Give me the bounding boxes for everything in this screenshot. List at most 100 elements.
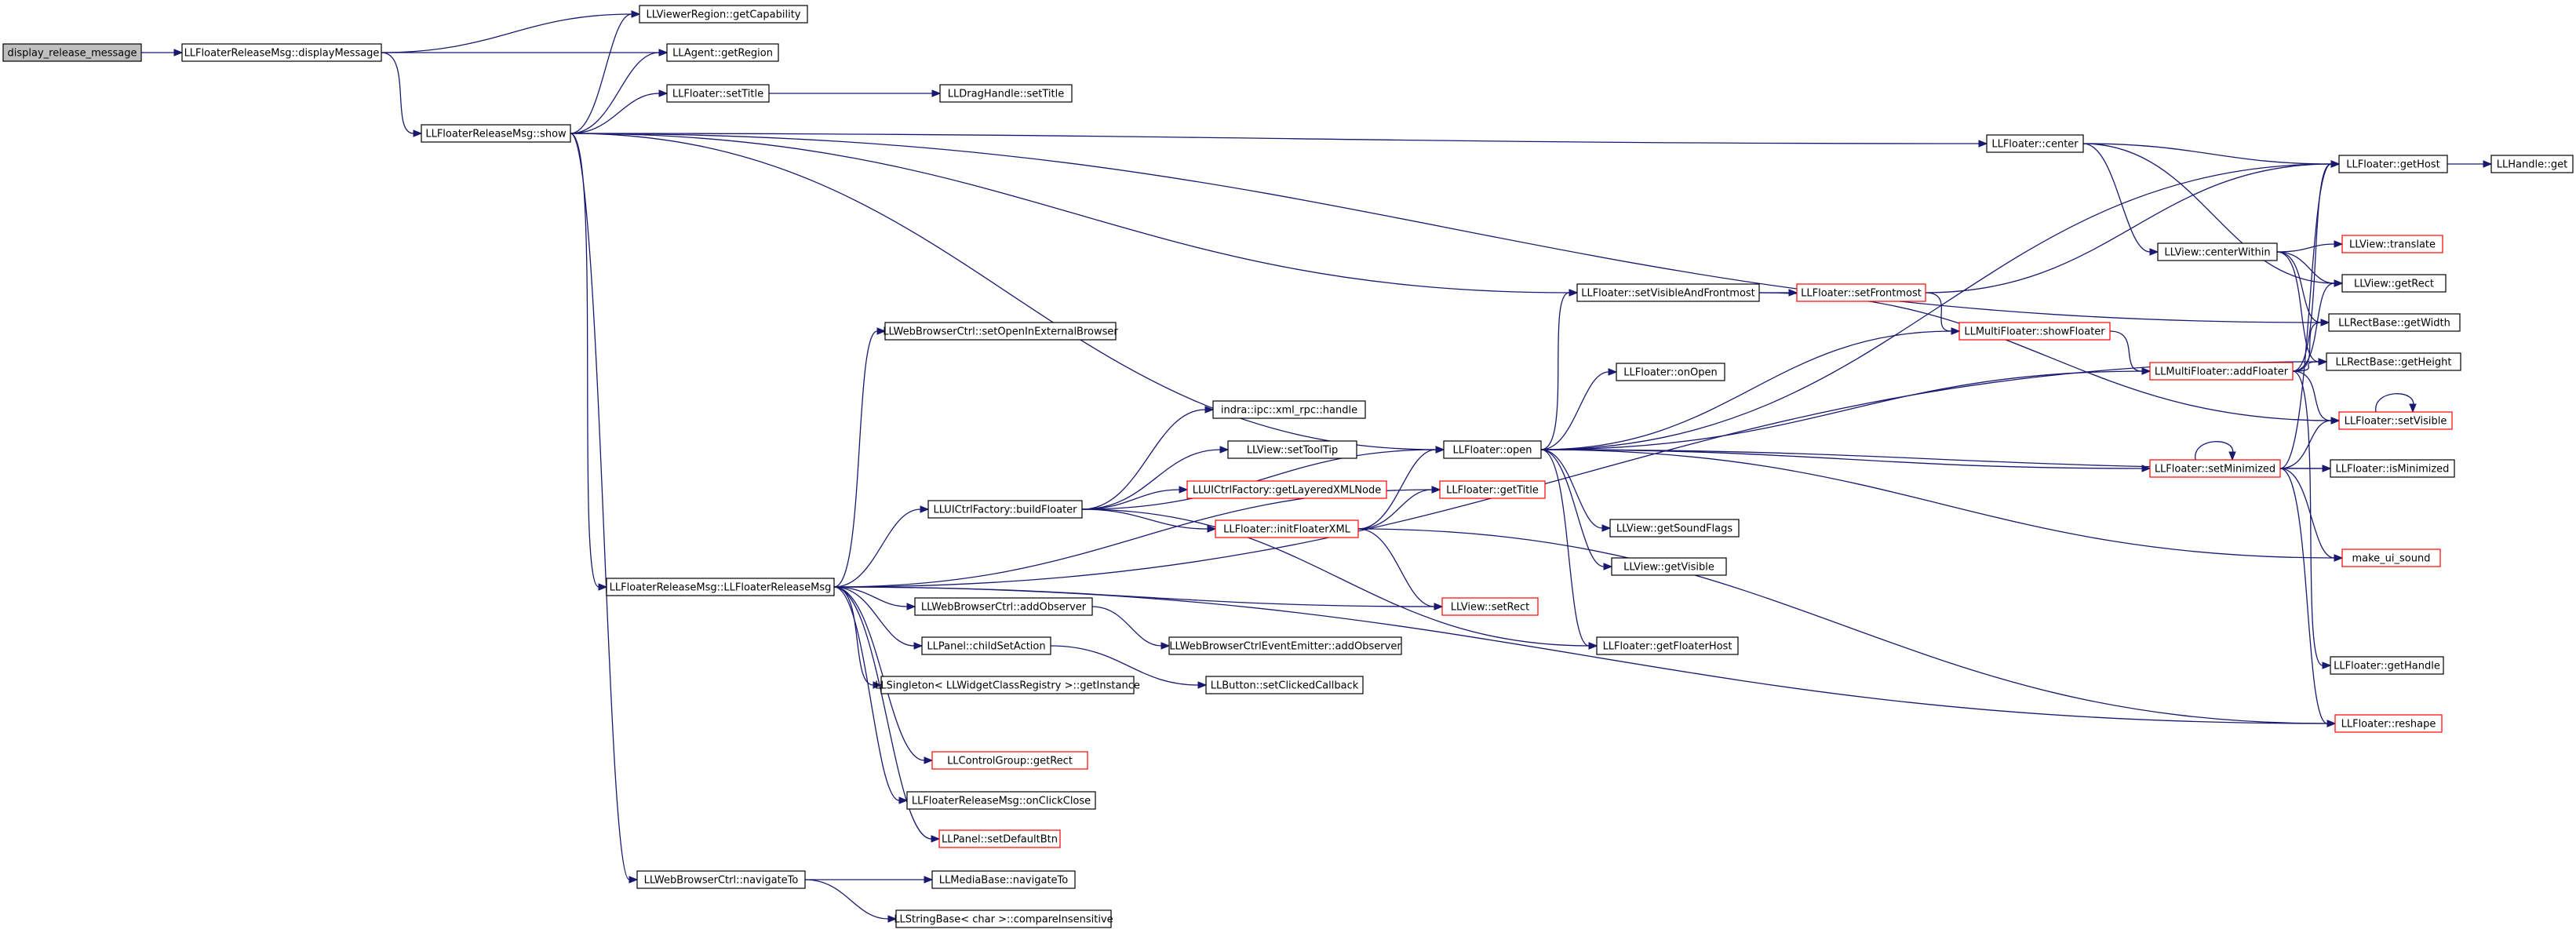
node-lldraghandle-settitle[interactable]: LLDragHandle::setTitle [939, 84, 1073, 103]
node-box [914, 597, 1093, 616]
node-indra-ipc-xml-rpc-handle[interactable]: indra::ipc::xml_rpc::handle [1212, 400, 1366, 419]
node-llmultifloater-addfloater[interactable]: LLMultiFloater::addFloater [2149, 362, 2294, 381]
node-llfloater-isminimized[interactable]: LLFloater::isMinimized [2330, 459, 2455, 478]
node-box [1596, 636, 1739, 655]
node-box [1616, 363, 1725, 381]
node-llfloater-setminimized[interactable]: LLFloater::setMinimized [2149, 459, 2281, 478]
node-llfloater-setfrontmost[interactable]: LLFloater::setFrontmost [1796, 283, 1926, 302]
node-llfloater-settitle[interactable]: LLFloater::setTitle [666, 84, 770, 103]
node-llview-centerwithin[interactable]: LLView::centerWithin [2157, 242, 2278, 261]
node-box [1215, 519, 1359, 538]
edge-n15-n19 [1758, 292, 2341, 425]
node-box [2326, 352, 2461, 371]
edge-n41-n43 [1050, 645, 1208, 689]
node-box [931, 751, 1088, 770]
node-llfloaterreleasemsg-onclickclose[interactable]: LLFloaterReleaseMsg::onClickClose [906, 791, 1096, 810]
node-box [2149, 362, 2294, 381]
node-label: LLFloater::center [1991, 139, 2079, 151]
node-llview-setrect[interactable]: LLView::setRect [1441, 597, 1539, 616]
node-label: LLMultiFloater::showFloater [1964, 326, 2105, 338]
edge-n18-n8 [2292, 160, 2341, 372]
node-label: LLStringBase< char >::compareInsensitive [894, 914, 1113, 926]
node-label: LLFloater::setVisible [2345, 416, 2447, 428]
edge-n36-n41 [833, 586, 924, 650]
node-llcontrolgroup-getrect[interactable]: LLControlGroup::getRect [931, 751, 1088, 770]
node-llmediabase-navigateto[interactable]: LLMediaBase::navigateTo [931, 870, 1076, 889]
node-llwebbrowserctrl-setopeninexternalbrowser[interactable]: LLWebBrowserCtrl::setOpenInExternalBrows… [883, 322, 1118, 341]
node-llrectbase-getheight[interactable]: LLRectBase::getHeight [2326, 352, 2461, 371]
node-llbutton-setclickedcallback[interactable]: LLButton::setClickedCallback [1205, 676, 1364, 694]
node-llfloater-gethandle[interactable]: LLFloater::getHandle [2330, 656, 2444, 675]
node-llrectbase-getwidth[interactable]: LLRectBase::getWidth [2328, 313, 2461, 332]
node-llfloaterreleasemsg-llfloaterreleasemsg[interactable]: LLFloaterReleaseMsg::LLFloaterReleaseMsg [606, 578, 835, 596]
node-llwebbrowserctrl-navigateto[interactable]: LLWebBrowserCtrl::navigateTo [636, 870, 806, 889]
edge-n29-n15 [1540, 289, 1579, 450]
node-llfloater-center[interactable]: LLFloater::center [1986, 134, 2084, 153]
node-box [880, 676, 1135, 694]
node-label: LLView::getRect [2354, 279, 2434, 290]
node-lluictrlfactory-buildfloater[interactable]: LLUICtrlFactory::buildFloater [927, 500, 1083, 519]
node-box [938, 829, 1061, 848]
node-llstringbase-char-compareinsensitive[interactable]: LLStringBase< char >::compareInsensitive [894, 909, 1113, 928]
node-label: LLControlGroup::getRect [947, 756, 1073, 767]
node-llpanel-setdefaultbtn[interactable]: LLPanel::setDefaultBtn [938, 829, 1061, 848]
node-label: LLFloater::getTitle [1446, 485, 1539, 497]
node-llfloater-setvisibleandfrontmost[interactable]: LLFloater::setVisibleAndFrontmost [1576, 283, 1760, 302]
node-llview-getrect[interactable]: LLView::getRect [2341, 274, 2447, 293]
node-label: LLView::setRect [1451, 602, 1530, 614]
node-label: LLWebBrowserCtrl::addObserver [921, 602, 1087, 614]
node-label: LLAgent::getRegion [672, 48, 773, 60]
node-label: LLWebBrowserCtrlEventEmitter::addObserve… [1169, 641, 1401, 653]
node-label: LLView::centerWithin [2164, 247, 2270, 259]
node-llmultifloater-showfloater[interactable]: LLMultiFloater::showFloater [1958, 322, 2111, 341]
node-llfloater-onopen[interactable]: LLFloater::onOpen [1616, 363, 1725, 381]
edge-n20-n20 [2195, 441, 2236, 461]
node-label: make_ui_sound [2352, 553, 2430, 565]
node-display-release-message[interactable]: display_release_message [2, 43, 142, 62]
edge-n18-n13 [2292, 319, 2330, 372]
node-llview-getsoundflags[interactable]: LLView::getSoundFlags [1609, 519, 1740, 538]
node-box [2341, 274, 2447, 293]
node-llfloater-open[interactable]: LLFloater::open [1443, 440, 1542, 459]
node-label: LLView::getVisible [1623, 562, 1714, 574]
edge-n5-n6 [769, 89, 942, 97]
node-box [2330, 656, 2444, 675]
node-lluictrlfactory-getlayeredxmlnode[interactable]: LLUICtrlFactory::getLayeredXMLNode [1186, 480, 1387, 499]
node-llfloater-gethost[interactable]: LLFloater::getHost [2338, 155, 2448, 173]
edge-n29-n35 [1540, 449, 1613, 570]
node-llfloater-initfloaterxml[interactable]: LLFloater::initFloaterXML [1215, 519, 1359, 538]
node-llwebbrowserctrleventemitter-addobserver[interactable]: LLWebBrowserCtrlEventEmitter::addObserve… [1168, 636, 1402, 655]
edge-n1-n2 [381, 10, 641, 53]
node-llfloaterreleasemsg-show[interactable]: LLFloaterReleaseMsg::show [421, 124, 571, 143]
node-label: LLView::getSoundFlags [1616, 523, 1733, 535]
node-llfloater-setvisible[interactable]: LLFloater::setVisible [2338, 411, 2453, 430]
node-llwebbrowserctrl-addobserver[interactable]: LLWebBrowserCtrl::addObserver [914, 597, 1093, 616]
edge-n7-n10 [2082, 143, 2159, 256]
edge-n32-n33 [1081, 508, 1217, 533]
edge-n36-n32 [833, 505, 930, 588]
node-llview-getvisible[interactable]: LLView::getVisible [1611, 557, 1727, 576]
node-llview-settooltip[interactable]: LLView::setToolTip [1227, 440, 1357, 459]
edge-n18-n19 [2292, 370, 2341, 425]
node-llfloater-gettitle[interactable]: LLFloater::getTitle [1439, 480, 1546, 499]
node-label: LLFloater::setVisibleAndFrontmost [1581, 288, 1755, 300]
node-llpanel-childsetaction[interactable]: LLPanel::childSetAction [921, 636, 1051, 655]
node-box [2341, 549, 2441, 567]
edge-n36-n45 [833, 586, 909, 804]
node-llagent-getregion[interactable]: LLAgent::getRegion [666, 43, 779, 62]
node-box [606, 578, 835, 596]
node-llsingleton-llwidgetclassregistry-getinstance[interactable]: LLSingleton< LLWidgetClassRegistry >::ge… [875, 676, 1140, 694]
node-llfloater-reshape[interactable]: LLFloater::reshape [2334, 714, 2443, 733]
node-llfloaterreleasemsg-displaymessage[interactable]: LLFloaterReleaseMsg::displayMessage [181, 43, 382, 62]
edge-n16-n17 [1925, 292, 1961, 335]
node-box [1796, 283, 1926, 302]
edge-n4-n7 [570, 133, 1988, 148]
node-make-ui-sound[interactable]: make_ui_sound [2341, 549, 2441, 567]
node-llview-translate[interactable]: LLView::translate [2341, 235, 2443, 253]
edge-n1-n4 [381, 52, 423, 137]
node-llhandle-get[interactable]: LLHandle::get [2490, 155, 2574, 173]
node-llviewerregion-getcapability[interactable]: LLViewerRegion::getCapability [639, 5, 808, 24]
node-llfloater-getfloaterhost[interactable]: LLFloater::getFloaterHost [1596, 636, 1739, 655]
node-box [1439, 480, 1546, 499]
node-box [2490, 155, 2574, 173]
